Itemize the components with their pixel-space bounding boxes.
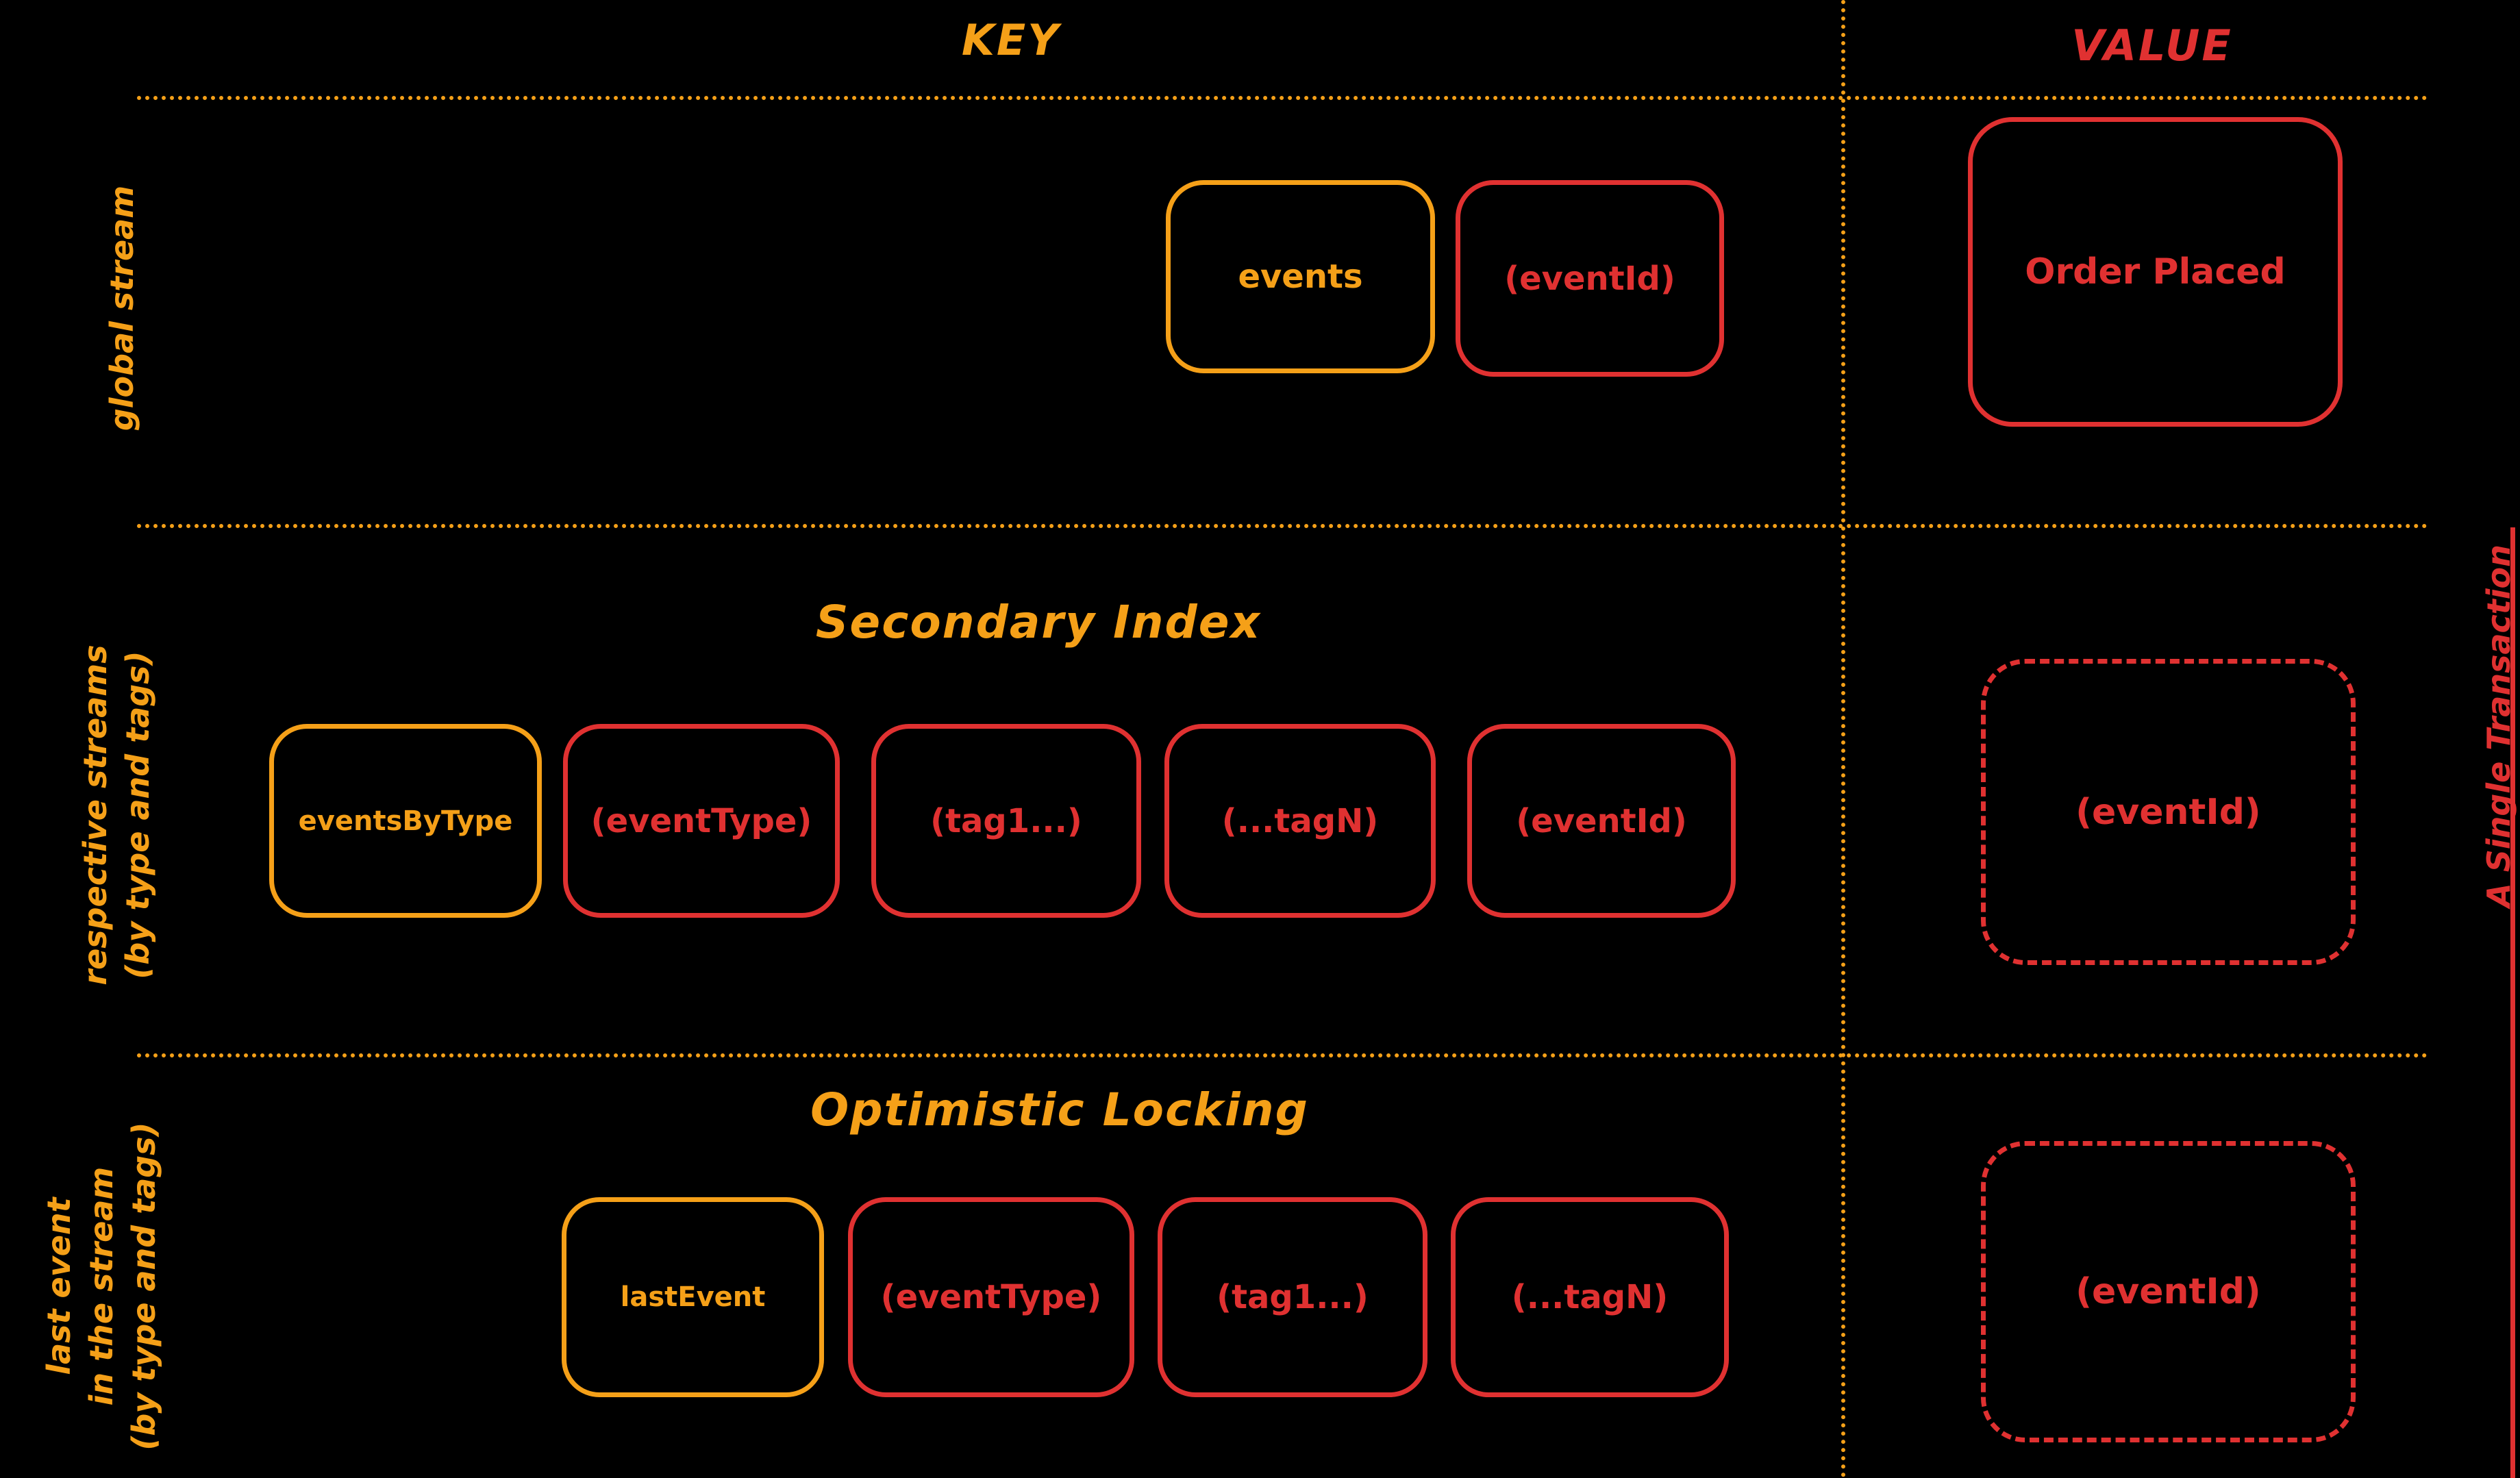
key-box-label: (...tagN) [1221, 801, 1379, 840]
key-box-label: eventsByType [298, 805, 513, 837]
row-label-last-event: last event in the stream (by type and ta… [38, 1122, 165, 1450]
value-box-label: (eventId) [2075, 1271, 2261, 1312]
row-divider-line-2 [137, 1053, 2428, 1057]
row-label-line: last event [40, 1197, 77, 1375]
optimistic-locking-title: Optimistic Locking [810, 1084, 1309, 1136]
key-box-label: lastEvent [620, 1281, 766, 1313]
header-divider-line [137, 96, 2428, 100]
row-label-line: (by type and tags) [119, 651, 156, 979]
key-box-tag1: (tag1...) [871, 724, 1141, 918]
secondary-index-title: Secondary Index [815, 596, 1262, 649]
row-label-line: (by type and tags) [125, 1122, 163, 1451]
key-box-label: (eventId) [1504, 259, 1675, 298]
key-box-event-id: (eventId) [1456, 180, 1724, 377]
key-box-label: (eventId) [1516, 801, 1687, 840]
key-box-label: events [1238, 258, 1363, 296]
key-box-events: events [1166, 180, 1435, 373]
row-label-global-stream: global stream [101, 186, 143, 431]
value-box-label: (eventId) [2075, 791, 2261, 833]
key-box-tag1: (tag1...) [1158, 1197, 1427, 1397]
key-box-event-id: (eventId) [1467, 724, 1736, 918]
key-box-tagn: (...tagN) [1451, 1197, 1729, 1397]
key-box-label: (eventType) [880, 1278, 1102, 1316]
key-box-last-event: lastEvent [562, 1197, 824, 1397]
value-column-header: VALUE [2071, 21, 2233, 71]
value-box-event-id: (eventId) [1981, 1141, 2356, 1442]
key-value-divider-line [1841, 0, 1845, 1478]
key-box-tagn: (...tagN) [1164, 724, 1436, 918]
key-box-label: (eventType) [590, 801, 812, 840]
value-box-label: Order Placed [2025, 251, 2286, 292]
row-label-respective-streams: respective streams (by type and tags) [74, 644, 159, 985]
row-divider-line-1 [137, 524, 2428, 528]
row-label-line: in the stream [82, 1166, 120, 1406]
value-box-order-placed: Order Placed [1968, 117, 2343, 427]
value-box-event-id: (eventId) [1981, 659, 2356, 965]
key-box-events-by-type: eventsByType [269, 724, 542, 918]
transaction-bracket-line [2510, 527, 2515, 1478]
key-column-header: KEY [961, 15, 1061, 65]
key-box-event-type: (eventType) [848, 1197, 1134, 1397]
key-box-event-type: (eventType) [563, 724, 840, 918]
row-label-line: global stream [103, 185, 140, 431]
key-box-label: (tag1...) [930, 801, 1082, 840]
key-box-label: (tag1...) [1217, 1278, 1369, 1316]
row-label-line: respective streams [76, 644, 114, 986]
single-transaction-note: A Single Transaction [2480, 544, 2517, 907]
key-box-label: (...tagN) [1511, 1278, 1669, 1316]
